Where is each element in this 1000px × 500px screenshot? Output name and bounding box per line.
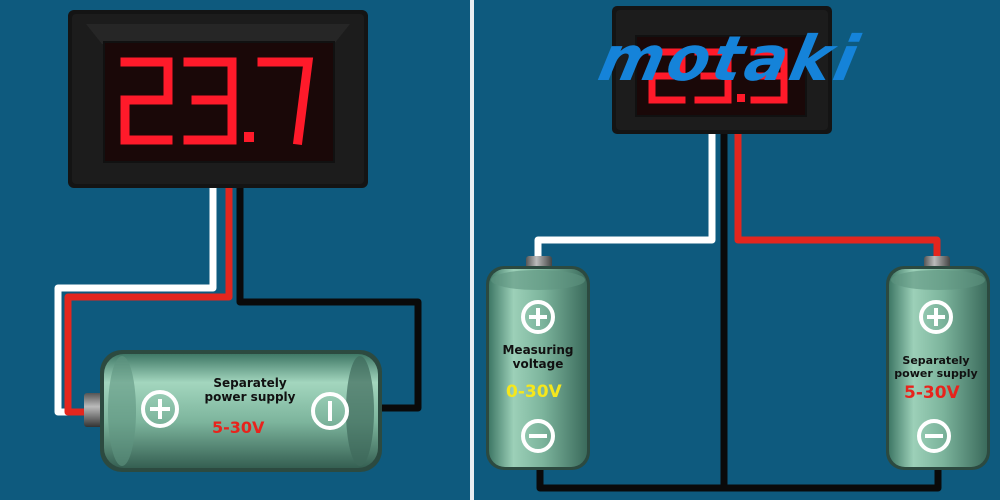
left-battery-label-line2: power supply <box>204 390 296 404</box>
right-voltmeter-display <box>612 6 832 134</box>
left-battery-plus-icon <box>141 390 179 428</box>
supply-battery <box>886 256 990 470</box>
panel-divider <box>470 0 474 500</box>
right-white-wire <box>534 132 716 262</box>
supply-label-line1: Separately <box>902 354 970 367</box>
right-ground-wire <box>536 466 942 492</box>
measuring-battery <box>486 256 590 470</box>
supply-label-line2: power supply <box>894 367 978 380</box>
left-battery-voltage: 5-30V <box>212 418 265 437</box>
left-battery-label-line1: Separately <box>213 376 287 390</box>
supply-voltage-range: 5-30V <box>904 383 960 403</box>
left-display-digits <box>120 57 314 146</box>
motaki-logo: motaki <box>592 22 868 95</box>
supply-battery-minus-icon <box>917 419 951 453</box>
measuring-battery-minus-icon <box>521 419 555 453</box>
measuring-label-line1: Measuring <box>502 343 574 357</box>
left-red-wire <box>64 186 233 416</box>
right-red-wire <box>734 132 941 262</box>
measuring-label-line2: voltage <box>512 357 564 371</box>
measuring-voltage-range: 0-30V <box>506 382 562 402</box>
left-battery-minus-icon <box>311 392 349 430</box>
left-voltmeter-display <box>68 10 368 188</box>
supply-battery-plus-icon <box>919 300 953 334</box>
left-black-wire <box>236 186 422 412</box>
right-display-digits <box>648 48 788 104</box>
left-battery <box>84 350 382 472</box>
measuring-battery-plus-icon <box>521 300 555 334</box>
